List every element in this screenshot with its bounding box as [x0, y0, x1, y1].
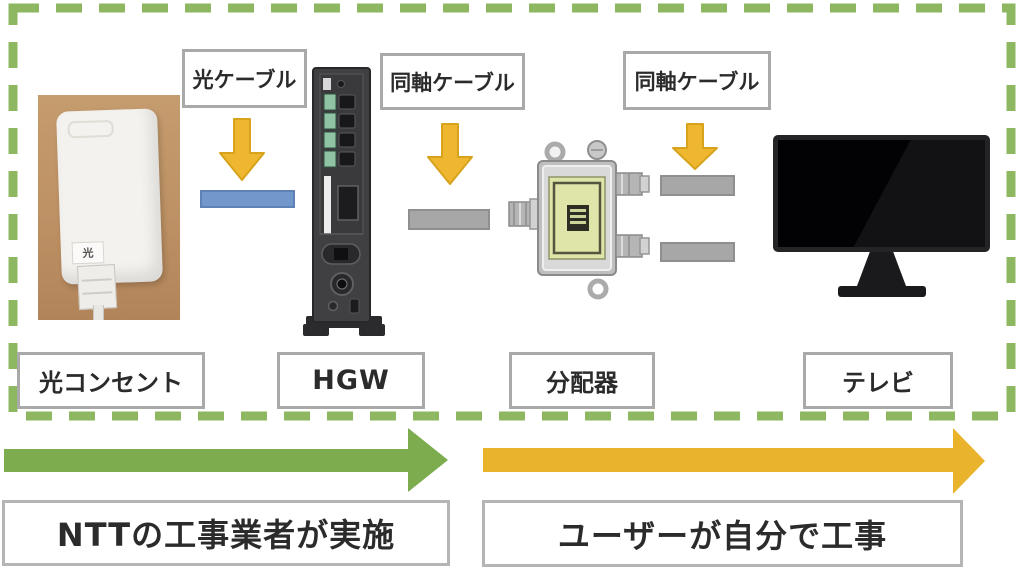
optical-outlet-vent [67, 119, 114, 139]
coax-cable-bar-2 [660, 175, 735, 196]
tv-stand-base [838, 286, 926, 297]
flow-caption-ntt: NTTの工事業者が実施 [2, 500, 450, 566]
ntt-flow-arrow [4, 428, 448, 492]
hgw-router-illustration [303, 67, 385, 336]
optical-outlet-device: 光 [56, 108, 163, 285]
device-label-splitter: 分配器 [509, 352, 655, 409]
user-flow-arrow [483, 428, 985, 494]
down-arrow-icon-3 [672, 123, 718, 170]
device-label-tv: テレビ [803, 352, 953, 409]
coax-cable-bar-1 [408, 209, 490, 230]
optical-outlet-photo: 光 [38, 95, 180, 320]
device-label-hgw: HGW [277, 352, 425, 409]
optical-cable-cord [93, 305, 104, 320]
tv-screen [773, 135, 990, 252]
cable-label-coax-1: 同軸ケーブル [380, 53, 525, 110]
optical-outlet-marking-label: 光 [71, 241, 105, 265]
optical-cable-connector [76, 264, 118, 310]
down-arrow-icon-1 [219, 118, 265, 181]
down-arrow-icon-2 [427, 123, 473, 185]
flow-caption-user: ユーザーが自分で工事 [482, 500, 963, 567]
splitter-illustration [508, 140, 650, 300]
cable-label-coax-2: 同軸ケーブル [623, 51, 771, 110]
optical-cable-bar [200, 190, 295, 208]
coax-cable-bar-3 [660, 242, 735, 262]
cable-label-optical: 光ケーブル [182, 49, 307, 108]
device-label-optical-outlet: 光コンセント [17, 352, 205, 409]
